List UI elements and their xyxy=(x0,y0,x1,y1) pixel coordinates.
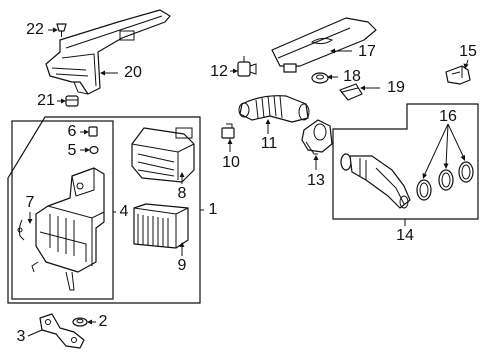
callout-12: 12 xyxy=(210,63,228,80)
nut-drawing xyxy=(72,317,88,327)
intake-duct-boot-drawing xyxy=(238,95,310,123)
air-cleaner-housing-drawing xyxy=(31,167,105,291)
callout-7: 7 xyxy=(25,194,35,211)
resonator-drawing xyxy=(301,119,333,155)
air-filter-element-drawing xyxy=(133,203,189,249)
vacuum-sensor-drawing xyxy=(237,56,257,77)
cover-bracket-drawing xyxy=(339,83,363,101)
bracket-drawing xyxy=(39,313,85,349)
clip-drawing xyxy=(88,126,98,137)
assembly-4-frame xyxy=(11,120,114,300)
mount-bracket-drawing xyxy=(445,65,471,85)
callout-3: 3 xyxy=(16,328,26,345)
intake-duct-drawing xyxy=(45,9,171,95)
callout-18: 18 xyxy=(343,68,361,85)
callout-21: 21 xyxy=(37,92,55,109)
callout-1: 1 xyxy=(208,201,218,218)
engine-cover-drawing xyxy=(271,17,377,73)
cover-grommet-drawing xyxy=(311,72,329,84)
push-clip-drawing xyxy=(56,23,67,37)
assembly-1-frame xyxy=(7,116,201,304)
drain-hose-drawing xyxy=(17,219,25,241)
callout-2: 2 xyxy=(98,313,108,330)
housing-cover-drawing xyxy=(131,127,195,183)
hose-clamps-drawing xyxy=(416,161,474,201)
callout-22: 22 xyxy=(26,21,44,38)
intake-hose-assembly-drawing xyxy=(340,153,411,209)
leader-lines xyxy=(27,27,469,337)
duct-grommet-drawing xyxy=(65,95,79,107)
callout-10: 10 xyxy=(222,154,240,171)
callout-15: 15 xyxy=(459,43,477,60)
grommet-drawing xyxy=(89,145,99,155)
callout-17: 17 xyxy=(358,43,376,60)
callout-16: 16 xyxy=(439,108,457,125)
callout-6: 6 xyxy=(67,123,77,140)
callout-14: 14 xyxy=(396,227,414,244)
callout-4: 4 xyxy=(119,203,129,220)
callout-20: 20 xyxy=(124,64,142,81)
assembly-14-frame xyxy=(332,103,479,220)
callout-11: 11 xyxy=(260,135,278,152)
callout-19: 19 xyxy=(387,79,405,96)
callout-13: 13 xyxy=(307,172,325,189)
callout-9: 9 xyxy=(177,257,187,274)
callout-8: 8 xyxy=(177,185,187,202)
sensor-drawing xyxy=(221,123,235,144)
callout-5: 5 xyxy=(67,142,77,159)
